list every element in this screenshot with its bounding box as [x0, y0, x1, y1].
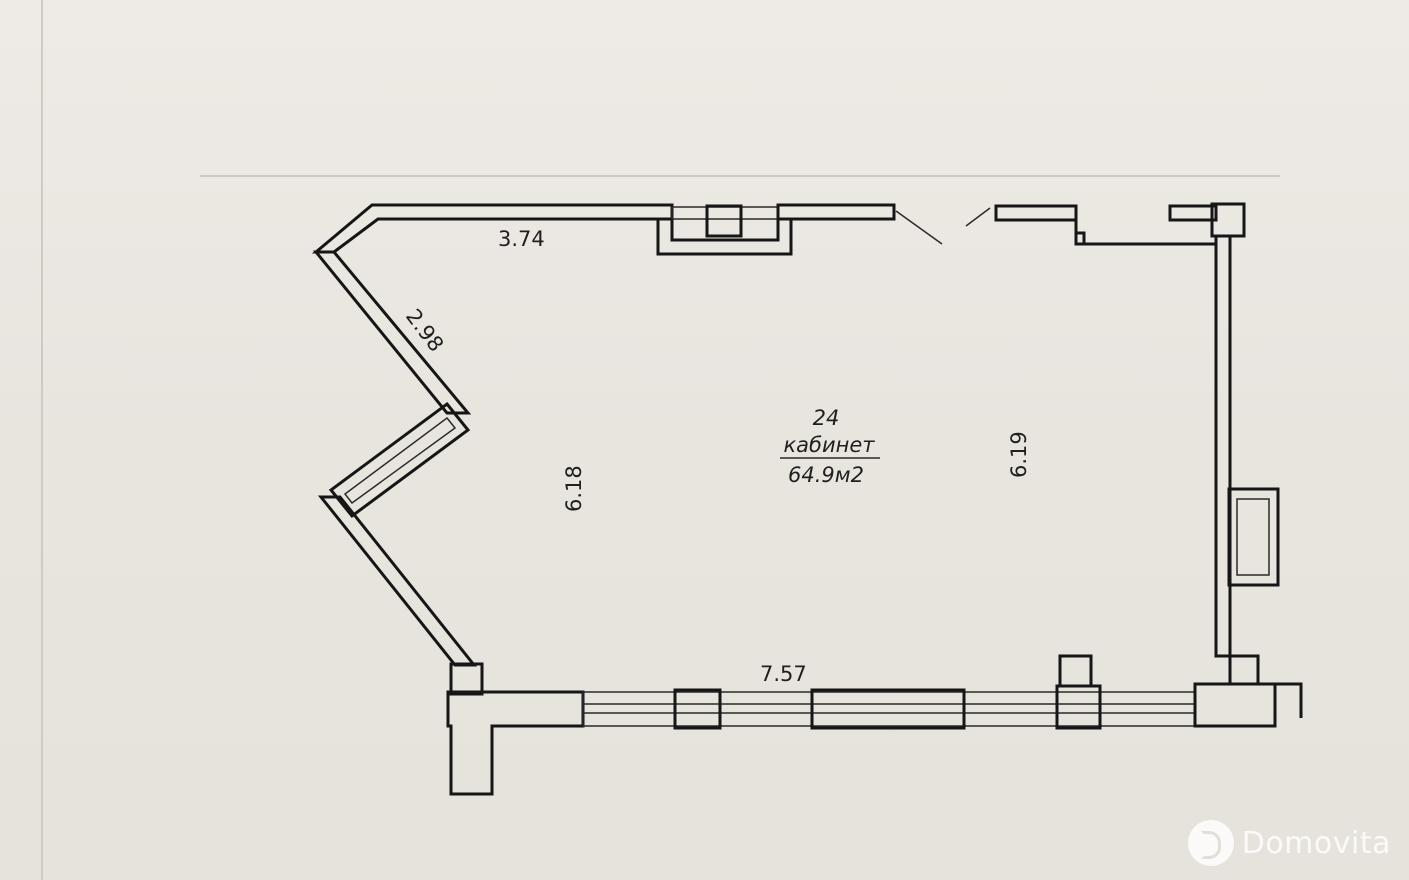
bottom-column-1 [673, 688, 722, 730]
top-right-cap [1168, 204, 1218, 222]
room-name: кабинет [783, 433, 875, 457]
bottom-pier [810, 688, 966, 730]
right-wall [1214, 234, 1232, 658]
bottom-right-edge [1275, 682, 1303, 718]
right-bottom-column [1228, 654, 1260, 686]
dim-top-wall: 3.74 [498, 227, 545, 251]
top-right-step [1074, 206, 1216, 246]
top-niche-inner [670, 219, 780, 242]
bottom-left-column [449, 662, 484, 696]
dim-inner-left: 6.18 [562, 465, 586, 512]
right-window-outer [1227, 487, 1280, 587]
top-window [671, 206, 779, 220]
diagonal-wall-upper [312, 250, 472, 415]
top-niche [656, 219, 793, 256]
top-right-step-inner [1076, 231, 1086, 244]
room-area: 64.9м2 [788, 463, 864, 487]
watermark-text: Domovita [1241, 825, 1391, 861]
top-wall-left [311, 203, 674, 254]
diagonal-wall-lower [317, 495, 478, 667]
domovita-logo-icon [1187, 820, 1234, 866]
bottom-column-cap [1058, 654, 1093, 688]
dim-diagonal-wall: 2.98 [401, 305, 448, 357]
bottom-column-2 [1055, 684, 1102, 730]
dim-inner-right: 6.19 [1007, 431, 1031, 478]
top-wall-right [994, 204, 1078, 222]
bottom-right-block [1193, 682, 1277, 728]
watermark: Domovita [1187, 820, 1391, 866]
room-number: 24 [813, 406, 840, 430]
diagonal-pilaster-inner [343, 416, 457, 505]
bottom-left-t [446, 690, 585, 796]
dim-bottom-wall: 7.57 [760, 662, 807, 686]
door-leaf-right [965, 207, 991, 227]
right-window-inner [1236, 498, 1270, 576]
diagonal-pilaster [328, 401, 471, 519]
top-column [705, 204, 743, 238]
door-leaf [895, 210, 943, 245]
top-wall-mid [776, 203, 896, 221]
